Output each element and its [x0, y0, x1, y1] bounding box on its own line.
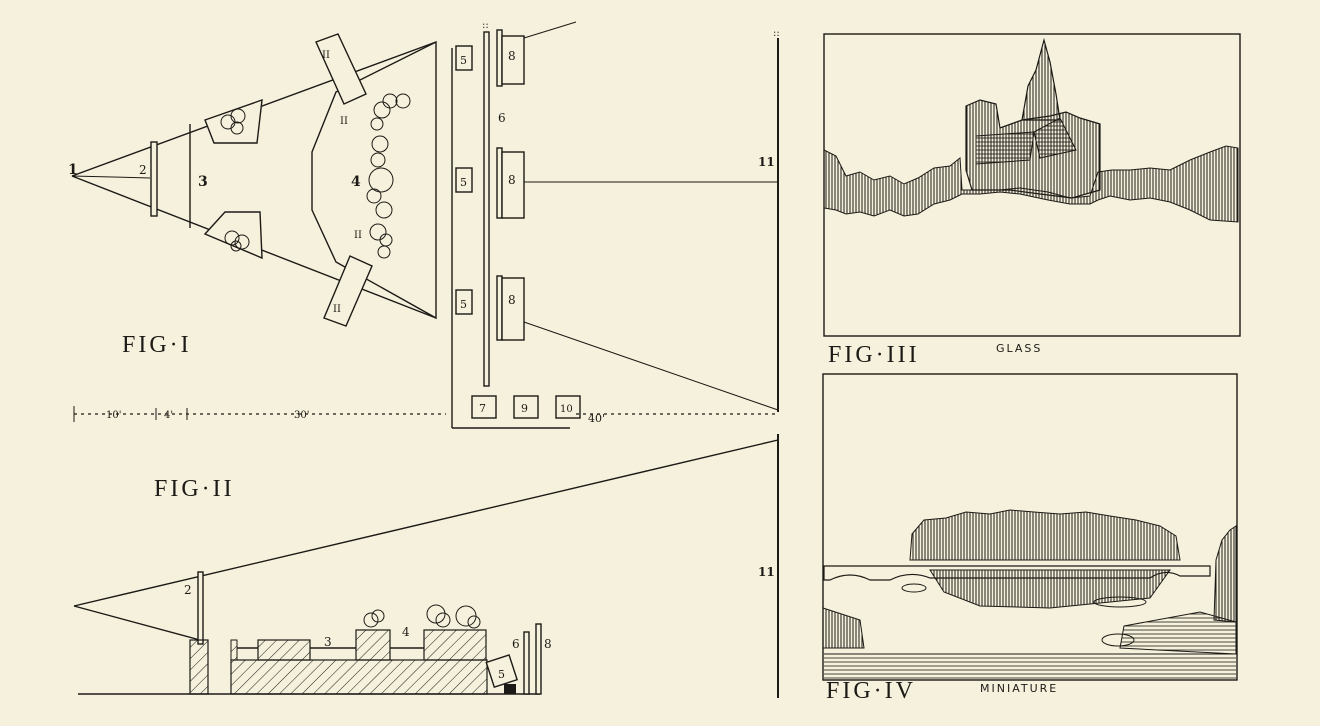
fig3-glass: FIG·III GLASS: [823, 33, 1241, 368]
lamp-5-top: [455, 45, 473, 71]
section-backing-6: [523, 631, 530, 695]
boat-right: [1101, 633, 1135, 647]
church-spire: [1021, 37, 1061, 121]
water: [824, 654, 1236, 680]
set4-area: [311, 40, 437, 320]
lamp-10: [555, 395, 581, 419]
section-label-11: 11: [758, 565, 775, 579]
plan-label-set3: 3: [198, 174, 208, 190]
plan-label-9: 9: [521, 402, 528, 415]
quay-left: [822, 607, 865, 649]
lamp-5-mid: [455, 167, 473, 193]
bridge: [823, 565, 1211, 581]
stage-floor: [230, 659, 488, 695]
road-bottom: [323, 255, 373, 327]
plan-label-8c: 8: [508, 293, 516, 307]
fig2-section: FIG·II 2 3 4 5 6 8 11: [73, 434, 779, 698]
dim-40: 40': [588, 412, 605, 425]
backing-top-mark: ::: [482, 20, 489, 31]
plan-label-road-mid: II: [340, 116, 348, 127]
section-trees: [363, 604, 481, 629]
section-label-2: 2: [184, 583, 192, 597]
screen-8-low: [501, 277, 525, 341]
backdrop-top-mark: ::: [773, 28, 780, 39]
plan-label-11: 11: [758, 155, 775, 169]
fig4-caption: MINIATURE: [980, 682, 1058, 695]
screen-8-mid-bar: [496, 147, 503, 219]
dimension-line: 10' 4' 30' 40': [73, 406, 776, 425]
glass-base: [189, 639, 209, 695]
island-base: [929, 569, 1171, 609]
plan-label-6: 6: [498, 111, 506, 125]
set3-block: [257, 639, 311, 661]
fig3-title: FIG·III: [828, 342, 920, 368]
screen-8-mid: [501, 151, 525, 219]
boat-left: [901, 583, 927, 593]
fig3-caption: GLASS: [996, 342, 1042, 355]
section-screen-8: [535, 623, 542, 695]
fig1-lights: :: :: 5 5 5 6 8 8 8 7 9 10 11: [451, 20, 780, 429]
dim-30: 30': [294, 410, 309, 421]
lamp-5-low: [455, 289, 473, 315]
plan-label-road-top: II: [322, 50, 330, 61]
plan-label-5b: 5: [460, 176, 467, 189]
plan-label-camera: 1: [68, 162, 78, 178]
boat-center: [1093, 596, 1147, 608]
right-tree: [1213, 525, 1237, 623]
fig4-miniature: FIG·IV MINIATURE: [822, 373, 1238, 704]
road-top: [315, 33, 367, 105]
tree-column: [366, 93, 411, 259]
plan-label-10: 10: [560, 404, 573, 415]
section-lamp-5: [485, 654, 519, 689]
section-label-5: 5: [498, 668, 505, 681]
section-label-3: 3: [324, 635, 332, 649]
glass-treeline: [823, 145, 1239, 223]
plan-label-5c: 5: [460, 298, 467, 311]
glass-bar: [150, 141, 158, 217]
plan-label-8a: 8: [508, 49, 516, 63]
plan-label-5a: 5: [460, 54, 467, 67]
lamp-7: [471, 395, 497, 419]
quay-right: [1119, 611, 1237, 655]
section-label-4: 4: [402, 625, 410, 639]
church-body: [965, 99, 1101, 199]
backdrop-ray-top: [523, 21, 577, 39]
section-label-8: 8: [544, 637, 552, 651]
plan-label-7: 7: [479, 402, 486, 415]
section-sightline-top: [73, 439, 779, 607]
plan-label-road-bot: II: [333, 304, 341, 315]
plan-label-set4: 4: [351, 174, 361, 190]
tree-clump-top: [220, 108, 246, 135]
screen-8-top: [501, 35, 525, 85]
screen-8-low-bar: [496, 275, 503, 341]
backing-6: [483, 31, 490, 387]
island-trees: [909, 509, 1181, 561]
fig1-plan: 1 2 3 4 II II II II FIG·I: [68, 33, 437, 358]
church-roof: [975, 131, 1035, 165]
section-label-6: 6: [512, 637, 520, 651]
axis-line: [71, 175, 151, 179]
dim-4: 4': [164, 410, 173, 421]
plan-label-8b: 8: [508, 173, 516, 187]
plan-label-road-low: II: [354, 230, 362, 241]
backdrop-ray-low: [523, 321, 779, 411]
fig1-title: FIG·I: [122, 332, 192, 358]
screen-8-top-bar: [496, 29, 503, 87]
section-glass: [197, 571, 204, 645]
tree-clump-bottom: [224, 230, 250, 252]
plan-label-glass: 2: [139, 163, 147, 177]
dim-10: 10': [106, 410, 121, 421]
section-sightline-bottom: [73, 605, 201, 641]
set4-block: [355, 629, 391, 661]
fig2-title: FIG·II: [154, 476, 235, 502]
tree-pad-bottom: [203, 211, 263, 260]
set4-block-rear: [423, 629, 487, 661]
fig4-title: FIG·IV: [826, 678, 916, 704]
lamp-9: [513, 395, 539, 419]
